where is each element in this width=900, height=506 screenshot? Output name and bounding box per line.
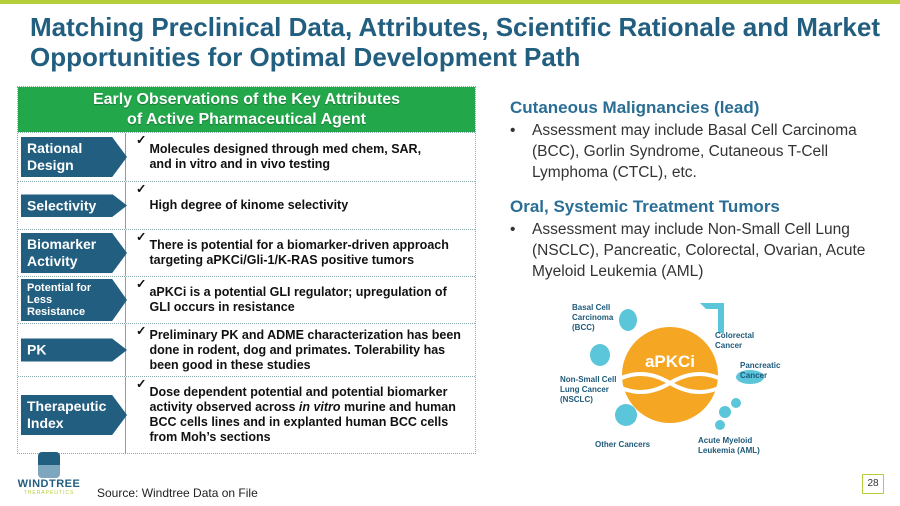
label-other: Other Cancers <box>595 440 651 449</box>
bullet-item: •Assessment may include Basal Cell Carci… <box>510 122 857 181</box>
row-text: aPKCi is a potential GLI regulator; upre… <box>149 285 447 299</box>
label-pancreatic: Pancreatic Cancer <box>740 361 781 380</box>
row-text: Molecules designed through med chem, SAR… <box>149 142 422 156</box>
check-icon: ✓ <box>136 133 147 147</box>
head-icon <box>619 309 637 331</box>
colon-icon <box>700 303 724 333</box>
row-label: Rational Design <box>21 137 127 177</box>
row-label: Therapeutic Index <box>21 395 127 435</box>
header-line-1: Early Observations of the Key Attributes <box>92 91 401 108</box>
check-icon: ✓ <box>136 277 147 291</box>
slide-title: Matching Preclinical Data, Attributes, S… <box>30 12 881 72</box>
pancreas-icon <box>736 370 764 384</box>
label-aml: Acute Myeloid Leukemia (AML) <box>698 436 760 455</box>
check-icon: ✓ <box>136 230 147 244</box>
label-bcc: Basal Cell Carcinoma (BCC) <box>572 303 614 332</box>
row-label: Selectivity <box>21 194 127 217</box>
table-row: Therapeutic Index ✓Dose dependent potent… <box>18 376 475 453</box>
apkci-circle <box>622 327 718 423</box>
row-text: Preliminary PK and ADME characterization… <box>149 327 461 372</box>
apkci-center-label: aPKCi <box>645 352 695 371</box>
blood-cells-icon <box>719 406 731 418</box>
check-icon: ✓ <box>136 377 147 391</box>
row-text: High degree of kinome selectivity <box>149 198 349 212</box>
attributes-table: Early Observations of the Key Attributes… <box>17 86 476 454</box>
section-heading: Cutaneous Malignancies (lead) <box>510 98 760 117</box>
lungs-icon <box>590 344 610 366</box>
check-icon: ✓ <box>136 324 147 338</box>
row-text: and in vitro and in vivo testing <box>149 157 331 171</box>
table-row: PK ✓Preliminary PK and ADME characteriza… <box>18 323 475 376</box>
table-row: Selectivity ✓High degree of kinome selec… <box>18 181 475 229</box>
bullet-item: •Assessment may include Non-Small Cell L… <box>510 221 866 280</box>
label-colorectal: Colorectal Cancer <box>715 331 755 350</box>
windtree-logo: WINDTREE THERAPEUTICS <box>14 452 84 496</box>
row-label: Biomarker Activity <box>21 233 127 273</box>
row-text: There is potential for a biomarker-drive… <box>149 238 449 252</box>
cells-icon <box>615 404 637 426</box>
table-row: Potential for Less Resistance ✓aPKCi is … <box>18 276 475 323</box>
row-label: PK <box>21 338 127 362</box>
section-heading: Oral, Systemic Treatment Tumors <box>510 197 780 216</box>
tree-icon <box>38 452 60 478</box>
page-number: 28 <box>862 474 884 494</box>
row-text: Dose dependent potential and potential b… <box>149 385 456 444</box>
source-note: Source: Windtree Data on File <box>97 486 258 500</box>
row-label: Potential for Less Resistance <box>21 279 127 321</box>
row-text: targeting aPKCi/Gli-1/K-RAS positive tum… <box>149 253 415 267</box>
row-text: GLI occurs in resistance <box>149 300 295 314</box>
header-line-2: of Active Pharmaceutical Agent <box>127 111 366 128</box>
table-header: Early Observations of the Key Attributes… <box>18 87 475 132</box>
table-row: Biomarker Activity ✓There is potential f… <box>18 229 475 276</box>
check-icon: ✓ <box>136 182 147 196</box>
label-nsclc: Non-Small Cell Lung Cancer (NSCLC) <box>560 375 617 404</box>
table-row: Rational Design ✓Molecules designed thro… <box>18 132 475 181</box>
top-accent-bar <box>0 0 900 4</box>
indications-panel: Cutaneous Malignancies (lead) •Assessmen… <box>510 98 880 282</box>
apkci-indications-graphic: aPKCi Basal Cell Carcinoma (BCC) Colorec… <box>550 295 790 460</box>
